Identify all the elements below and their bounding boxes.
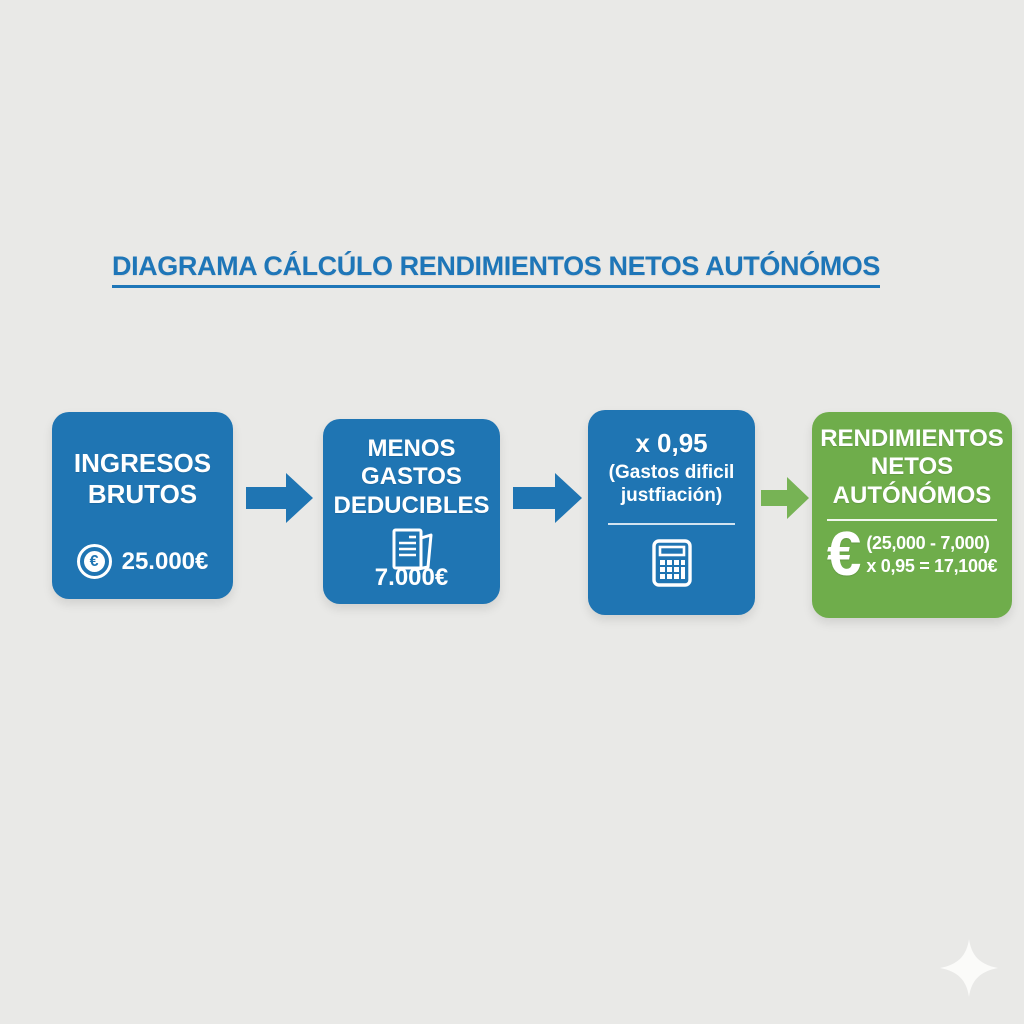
flow-arrow-icon [761, 477, 809, 519]
sparkle-icon [940, 939, 998, 997]
step-box-coeficiente: x 0,95 (Gastos dificil justfiación) [588, 410, 755, 615]
flow-arrow-icon [246, 473, 313, 523]
invoice-document-icon [392, 528, 432, 571]
step-sublabel: (Gastos dificil justfiación) [608, 461, 735, 507]
step-value-row: € 25.000€ [52, 544, 233, 579]
euro-coin-glyph: € [83, 551, 105, 572]
step-box-gastos-deducibles: MENOS GASTOS DEDUCIBLES 7.000€ [323, 419, 500, 604]
step-icon-row [323, 526, 500, 579]
step-box-rendimientos-netos: RENDIMIENTOS NETOS AUTÓNÓMOS € (25,000 -… [812, 412, 1012, 618]
step-label: x 0,95 [635, 428, 708, 458]
step-value: 7.000€ [374, 564, 449, 591]
step-box-ingresos-brutos: INGRESOS BRUTOS € 25.000€ [52, 412, 233, 599]
divider [827, 518, 997, 521]
step-label: MENOS GASTOS DEDUCIBLES [333, 435, 490, 519]
step-icon-row [588, 538, 755, 593]
formula-line-1: (25,000 - 7,000) [866, 532, 990, 553]
calculator-icon [651, 539, 692, 587]
euro-coin-icon: € [76, 544, 112, 579]
result-formula: (25,000 - 7,000) x 0,95 = 17,100€ [866, 532, 997, 579]
step-label: INGRESOS BRUTOS [73, 448, 212, 509]
title-row: DIAGRAMA CÁLCÚLO RENDIMIENTOS NETOS AUTÓ… [0, 251, 992, 288]
step-value: 25.000€ [121, 547, 209, 575]
flow-arrow-icon [513, 473, 582, 523]
euro-symbol-icon: € [826, 519, 862, 589]
divider [608, 523, 735, 526]
formula-line-2: x 0,95 = 17,100€ [866, 556, 998, 577]
result-row: € (25,000 - 7,000) x 0,95 = 17,100€ [812, 519, 1012, 589]
step-label: RENDIMIENTOS NETOS AUTÓNÓMOS [820, 425, 1004, 509]
page-title: DIAGRAMA CÁLCÚLO RENDIMIENTOS NETOS AUTÓ… [111, 251, 880, 288]
